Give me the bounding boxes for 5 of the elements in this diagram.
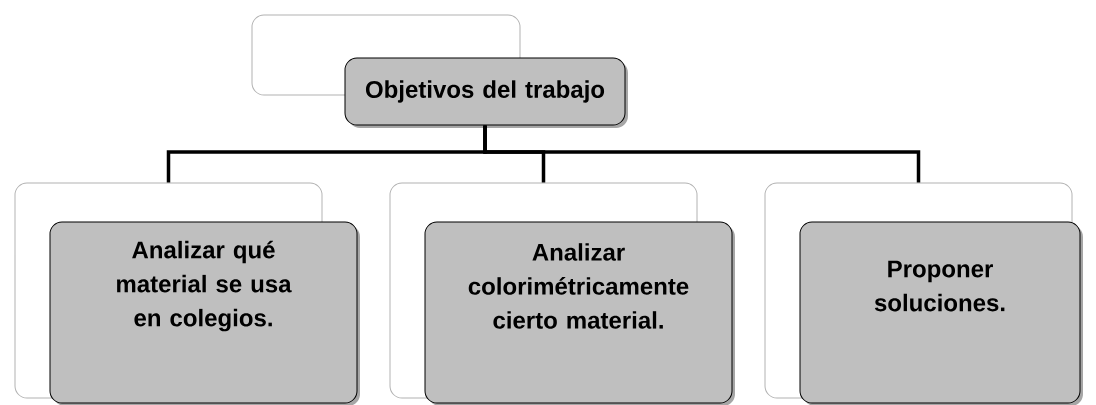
- process-box: Objetivos del trabajo: [344, 57, 628, 128]
- process-box: Analizar colorimétricamente cierto material.: [424, 221, 735, 405]
- process-box: Analizar qué material se usa en colegios.: [49, 221, 360, 405]
- connector-line: [483, 125, 921, 183]
- process-box: Proponer soluciones.: [799, 221, 1083, 405]
